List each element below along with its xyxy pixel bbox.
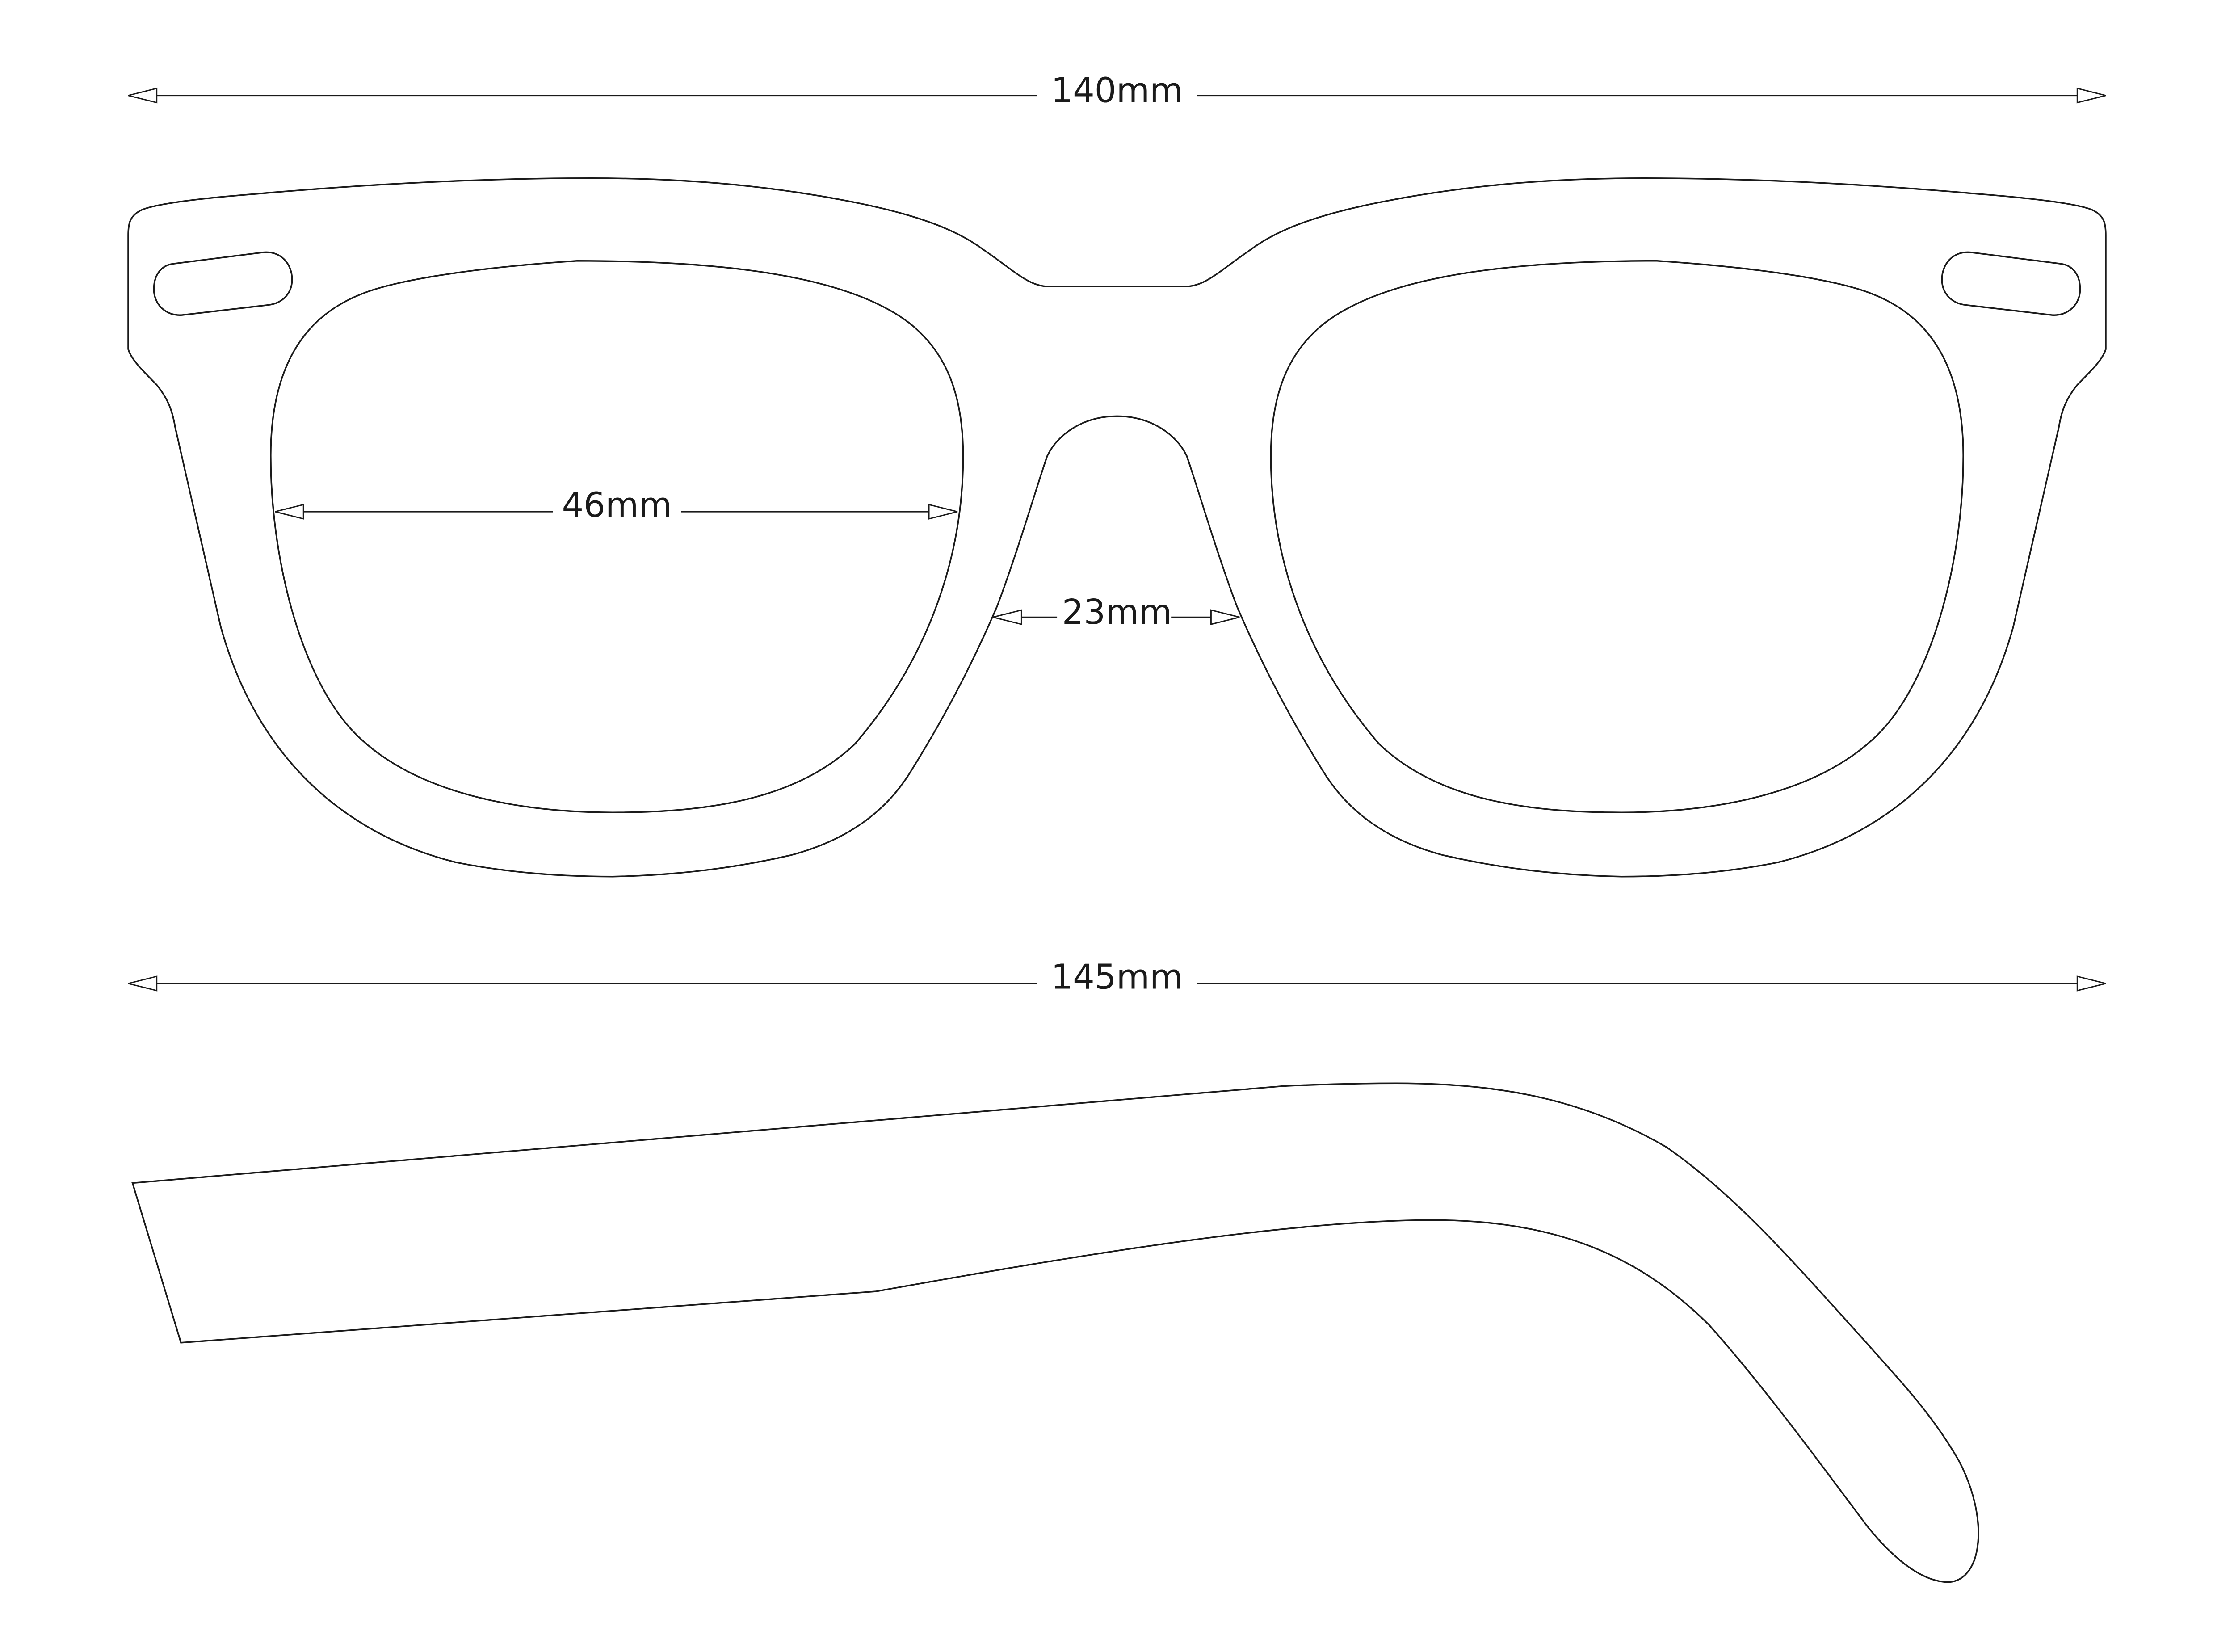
hinge-slot	[153, 251, 293, 316]
temple-length-label: 145mm	[1051, 957, 1183, 997]
arrow-right-icon	[2076, 87, 2106, 104]
arrow-left-icon	[275, 504, 304, 520]
frame-front	[127, 177, 2107, 878]
bridge-width-label: 23mm	[1062, 593, 1172, 632]
arrow-left-icon	[993, 609, 1022, 625]
lens-width-label: 46mm	[562, 486, 672, 525]
frame-width-dimension: 140mm	[128, 71, 2106, 110]
lens-width-dimension: 46mm	[275, 486, 958, 525]
temple-arm	[131, 1082, 1979, 1583]
arrow-left-icon	[128, 87, 158, 104]
bridge-width-dimension: 23mm	[993, 593, 1240, 632]
arrow-right-icon	[928, 504, 958, 520]
arrow-right-icon	[2076, 975, 2106, 992]
frame-width-label: 140mm	[1051, 71, 1183, 110]
frame-right-half	[1116, 177, 2107, 878]
arrow-right-icon	[1210, 609, 1240, 625]
temple-length-dimension: 145mm	[128, 957, 2106, 997]
arrow-left-icon	[128, 975, 158, 992]
frame-left-half	[127, 177, 1117, 878]
